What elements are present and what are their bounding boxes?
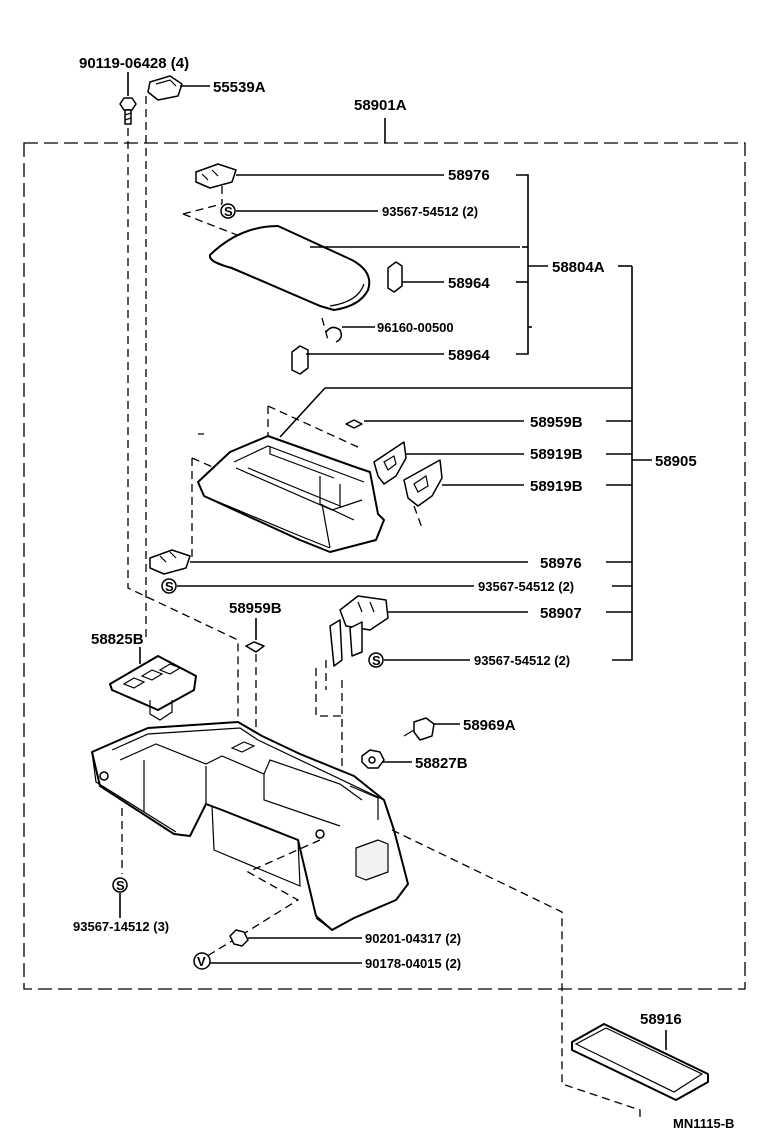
coin-tray: [109, 655, 197, 721]
screw-icon: S: [368, 652, 384, 668]
part-label: 90201-04317 (2): [365, 931, 461, 946]
assembly-label: 58901A: [354, 97, 407, 114]
part-label: 58916: [640, 1011, 682, 1028]
sub-assembly-label: 58905: [655, 453, 697, 470]
latch-tab-icon: [387, 261, 403, 293]
part-label: 93567-54512 (2): [478, 579, 574, 594]
part-label: 58964: [448, 275, 490, 292]
part-label: 58907: [540, 605, 582, 622]
hinge-icon: [149, 549, 191, 575]
console-mat: [571, 1023, 709, 1101]
svg-text:S: S: [165, 579, 174, 594]
latch-assembly: [329, 595, 389, 667]
part-label: 58964: [448, 347, 490, 364]
part-label: 58969A: [463, 717, 516, 734]
console-lid: [208, 225, 371, 311]
part-label: 58825B: [91, 631, 144, 648]
bracket-icon: [373, 441, 407, 485]
screw-icon: S: [161, 578, 177, 594]
bolt-icon: [119, 97, 137, 125]
screw-icon: S: [220, 203, 236, 219]
part-label: 58827B: [415, 755, 468, 772]
part-label: 90178-04015 (2): [365, 956, 461, 971]
part-label: 58959B: [530, 414, 583, 431]
sub-assembly-label: 58804A: [552, 259, 605, 276]
pad-icon: [245, 641, 265, 653]
part-label: 58919B: [530, 446, 583, 463]
console-body: [91, 721, 409, 931]
part-label: 58976: [540, 555, 582, 572]
part-label: 55539A: [213, 79, 266, 96]
washer-icon: V: [193, 952, 211, 970]
part-label: 58919B: [530, 478, 583, 495]
knob-icon: [403, 717, 435, 741]
part-label: 93567-54512 (2): [474, 653, 570, 668]
grommet-icon: [361, 749, 385, 769]
svg-text:S: S: [116, 878, 125, 893]
nut-icon: [229, 929, 249, 947]
svg-text:S: S: [224, 204, 233, 219]
part-label: 58976: [448, 167, 490, 184]
part-label: 93567-14512 (3): [73, 919, 169, 934]
snap-ring-icon: [325, 326, 343, 343]
part-label: 96160-00500: [377, 320, 454, 335]
part-label: 58959B: [229, 600, 282, 617]
svg-text:S: S: [372, 653, 381, 668]
bracket-icon: [403, 459, 443, 507]
storage-box: [197, 435, 385, 553]
svg-text:V: V: [197, 954, 206, 969]
hinge-icon: [195, 163, 237, 189]
latch-tab-icon: [291, 345, 309, 375]
screw-icon: S: [112, 877, 128, 893]
diagram-code: MN1115-B: [673, 1116, 734, 1131]
clip-icon: [147, 75, 183, 101]
part-label: 90119-06428 (4): [79, 55, 189, 72]
pad-icon: [345, 419, 363, 429]
part-label: 93567-54512 (2): [382, 204, 478, 219]
